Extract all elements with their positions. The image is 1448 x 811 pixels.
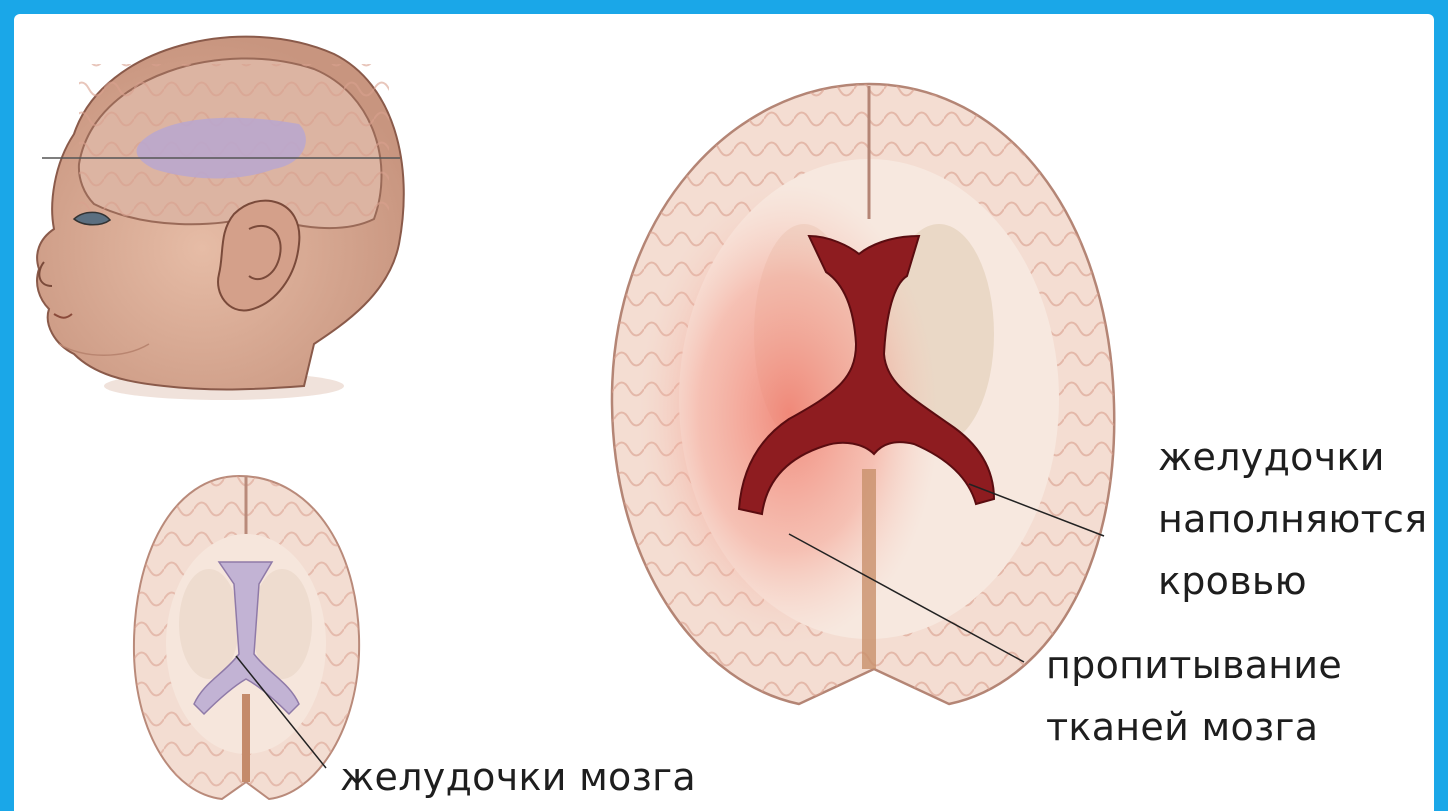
- infant-head-illustration: [37, 37, 404, 400]
- label-ventricles-blood-1: желудочки: [1158, 430, 1385, 484]
- label-ventricles-blood-2: наполняются: [1158, 492, 1427, 546]
- label-tissue-2: тканей мозга: [1046, 700, 1318, 754]
- hemorrhage-brain-section: [612, 84, 1114, 704]
- illustration-frame: желудочки наполняются кровью пропитывани…: [14, 14, 1434, 811]
- label-ventricles-blood-3: кровью: [1158, 554, 1307, 608]
- label-ventricles-normal: желудочки мозга: [340, 750, 696, 804]
- normal-brain-section: [134, 476, 359, 799]
- label-tissue-1: пропитывание: [1046, 638, 1342, 692]
